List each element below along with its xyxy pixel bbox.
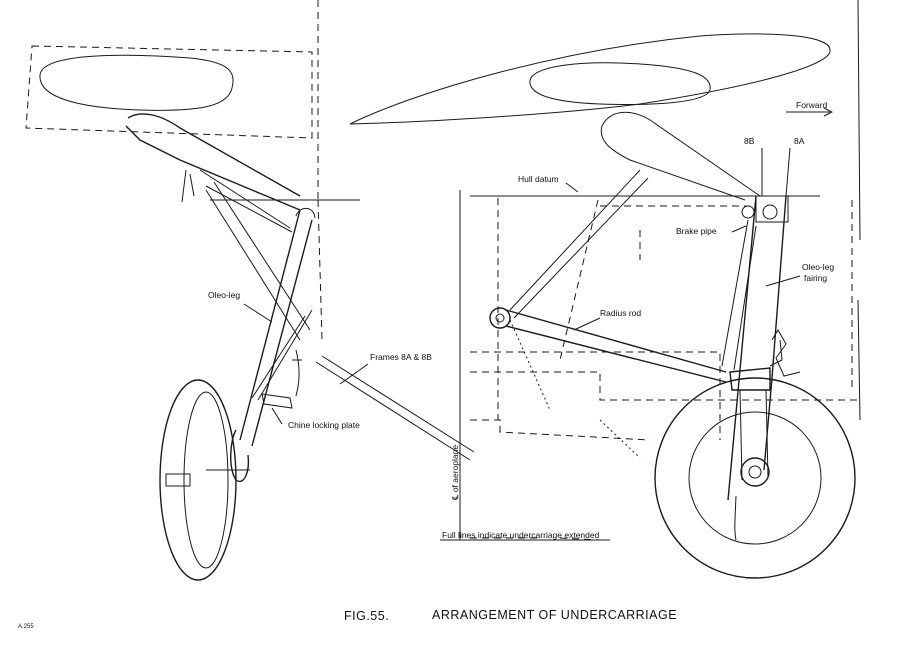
front-elevation-view [25,0,475,581]
label-centreline: ℄ of aeroplane [450,445,460,501]
radius-rod [505,309,727,383]
oleo-leg-fairing [727,195,787,501]
figure-ref: A.255 [18,624,34,630]
chine-locking-plate [261,393,293,409]
wing-outline-left [25,45,313,139]
label-oleo-fairing-2: fairing [804,273,827,283]
label-brake-pipe: Brake pipe [676,226,717,236]
label-chine-locking-plate: Chine locking plate [288,420,360,430]
wing-profile [349,33,831,125]
figure-number: FIG.55. [344,609,389,623]
figure-note: Full lines indicate undercarriage extend… [442,530,600,540]
forward-arrow [786,107,834,117]
figure-title: ARRANGEMENT OF UNDERCARRIAGE [432,608,677,622]
label-hull-datum: Hull datum [518,174,559,184]
retracted-wheel-left [39,54,234,111]
wheel-right-view [654,377,856,579]
label-station-8a: 8A [794,136,805,146]
label-oleo-leg: Oleo-leg [208,290,240,300]
label-forward: Forward [796,100,827,110]
wheel-left-view [159,379,237,581]
label-radius-rod: Radius rod [600,308,641,318]
leader-lines [243,182,801,541]
retracted-wheel-right [529,62,711,105]
label-oleo-fairing-1: Oleo-leg [802,262,834,272]
oleo-leg-upper [125,113,301,211]
labels: Forward 8B 8A Hull datum Brake pipe Oleo… [18,100,834,630]
oleo-leg-main [239,209,313,447]
label-station-8b: 8B [744,136,755,146]
label-frames: Frames 8A & 8B [370,352,432,362]
side-elevation-view [349,0,861,579]
radius-rod-pivot [489,307,511,329]
